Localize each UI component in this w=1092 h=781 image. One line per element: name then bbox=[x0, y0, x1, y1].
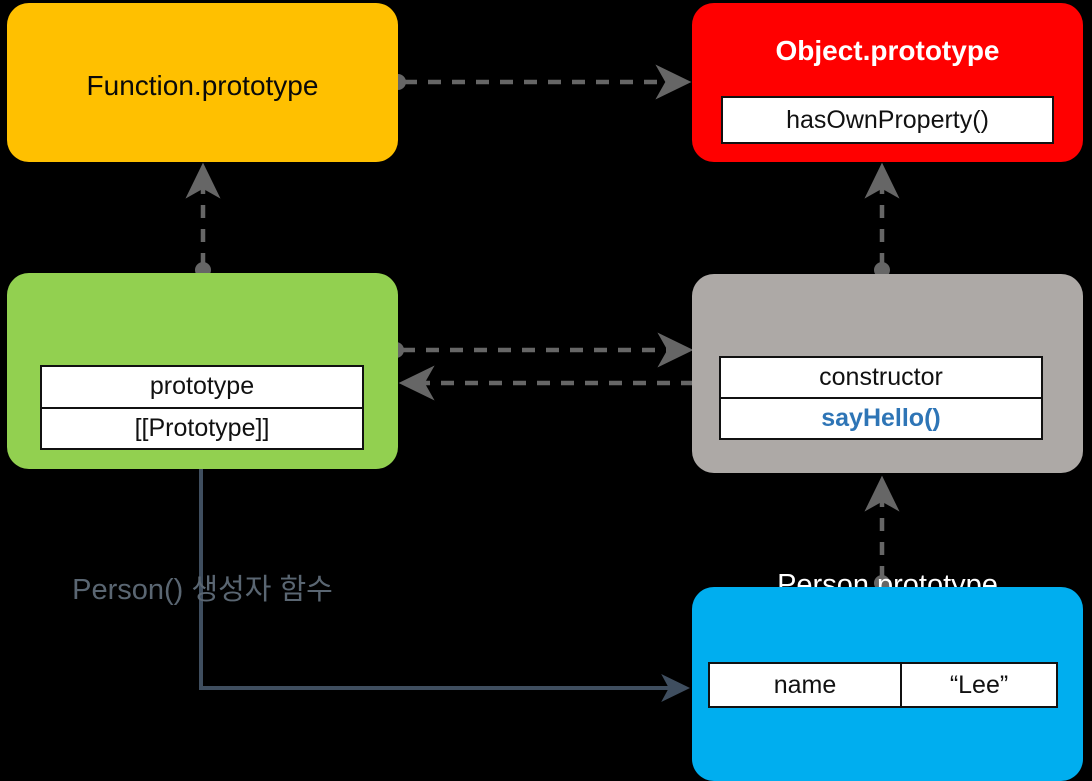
connector-person-constructor-prototype-to-person-prototype bbox=[388, 332, 694, 368]
property-table-person-prototype: constructor sayHello() bbox=[719, 356, 1043, 440]
node-object-prototype-title: Object.prototype bbox=[775, 35, 1000, 66]
property-value-lee[interactable]: “Lee” bbox=[900, 664, 1056, 706]
property-table-object-prototype: hasOwnProperty() bbox=[721, 96, 1054, 144]
property-table-person-constructor: prototype [[Prototype]] bbox=[40, 365, 364, 450]
property-table-foo-object: name “Lee” bbox=[708, 662, 1058, 708]
node-function-prototype-title: Function.prototype bbox=[86, 70, 319, 101]
connector-function-prototype-to-object-prototype bbox=[390, 64, 692, 100]
node-person-constructor-title: Person() 생성자 함수 bbox=[72, 574, 333, 606]
connector-person-prototype-to-object-prototype bbox=[864, 162, 900, 278]
property-row-say-hello[interactable]: sayHello() bbox=[721, 397, 1041, 438]
property-row-has-own-property[interactable]: hasOwnProperty() bbox=[723, 98, 1052, 142]
connector-person-prototype-constructor-to-person-constructor bbox=[398, 365, 732, 401]
node-function-prototype[interactable]: Function.prototype bbox=[7, 3, 398, 162]
property-row-constructor[interactable]: constructor bbox=[721, 358, 1041, 397]
connector-person-constructor-to-foo-object bbox=[199, 450, 691, 702]
property-row-prototype[interactable]: prototype bbox=[42, 367, 362, 407]
property-key-name[interactable]: name bbox=[773, 670, 837, 699]
property-row-internal-prototype[interactable]: [[Prototype]] bbox=[42, 406, 362, 448]
connector-person-constructor-to-function-prototype bbox=[185, 162, 221, 278]
